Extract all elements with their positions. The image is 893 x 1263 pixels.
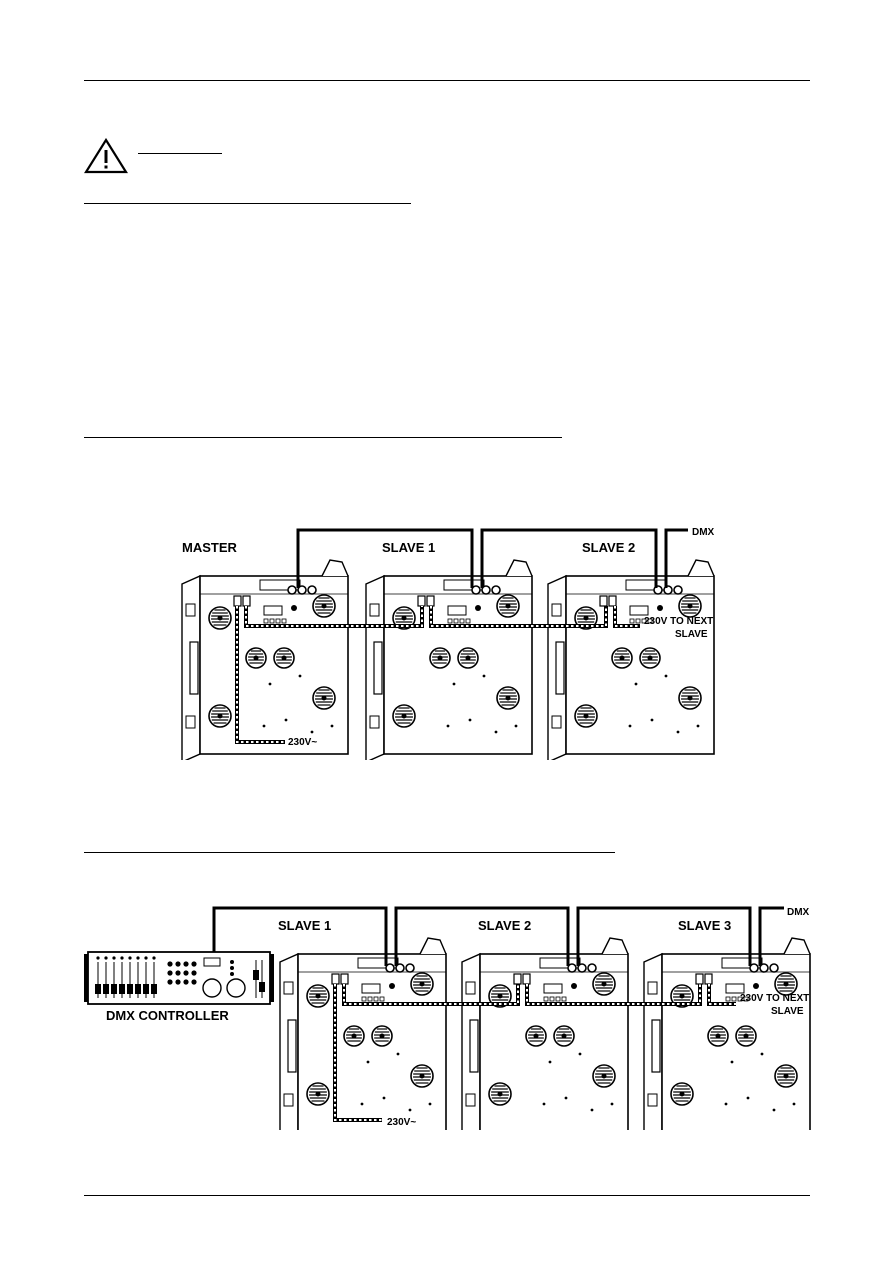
header-rule (84, 80, 810, 81)
dmx-cable (296, 528, 688, 588)
label-power-next-1: 230V TO NEXT (740, 993, 809, 1004)
fixture (547, 559, 715, 760)
fixture (365, 559, 533, 760)
label-dmx: DMX (787, 907, 810, 918)
dmx-controller (84, 951, 274, 1005)
label-master: MASTER (182, 540, 238, 555)
power-cable (333, 984, 736, 1122)
label-controller: DMX CONTROLLER (106, 1008, 229, 1023)
dmx-cable (212, 906, 784, 966)
fixture (279, 937, 447, 1130)
warning-triangle-icon (84, 138, 128, 174)
label-power-in: 230V~ (387, 1117, 416, 1128)
label-slave-1: SLAVE 1 (278, 918, 331, 933)
section-heading-underline (84, 852, 615, 853)
footer-rule (84, 1195, 810, 1196)
fixture (643, 937, 811, 1130)
label-dmx: DMX (692, 527, 715, 538)
label-power-next-2: SLAVE (675, 629, 708, 640)
label-power-next-2: SLAVE (771, 1006, 804, 1017)
label-slave-3: SLAVE 3 (678, 918, 731, 933)
fixture (181, 559, 349, 760)
label-slave-2: SLAVE 2 (582, 540, 635, 555)
master-slave-diagram: MASTER SLAVE 1 SLAVE 2 DMX 230V TO NEXT … (181, 527, 715, 760)
dmx-controller-diagram: SLAVE 1 SLAVE 2 SLAVE 3 DMX DMX CONTROLL… (84, 906, 811, 1130)
label-power-next-1: 230V TO NEXT (644, 616, 713, 627)
warning-heading-underline (138, 153, 222, 154)
power-cable (235, 606, 640, 744)
label-slave-2: SLAVE 2 (478, 918, 531, 933)
fixture (461, 937, 629, 1130)
label-power-in: 230V~ (288, 737, 317, 748)
section-heading-underline (84, 437, 562, 438)
label-slave-1: SLAVE 1 (382, 540, 435, 555)
section-heading-underline (84, 203, 411, 204)
